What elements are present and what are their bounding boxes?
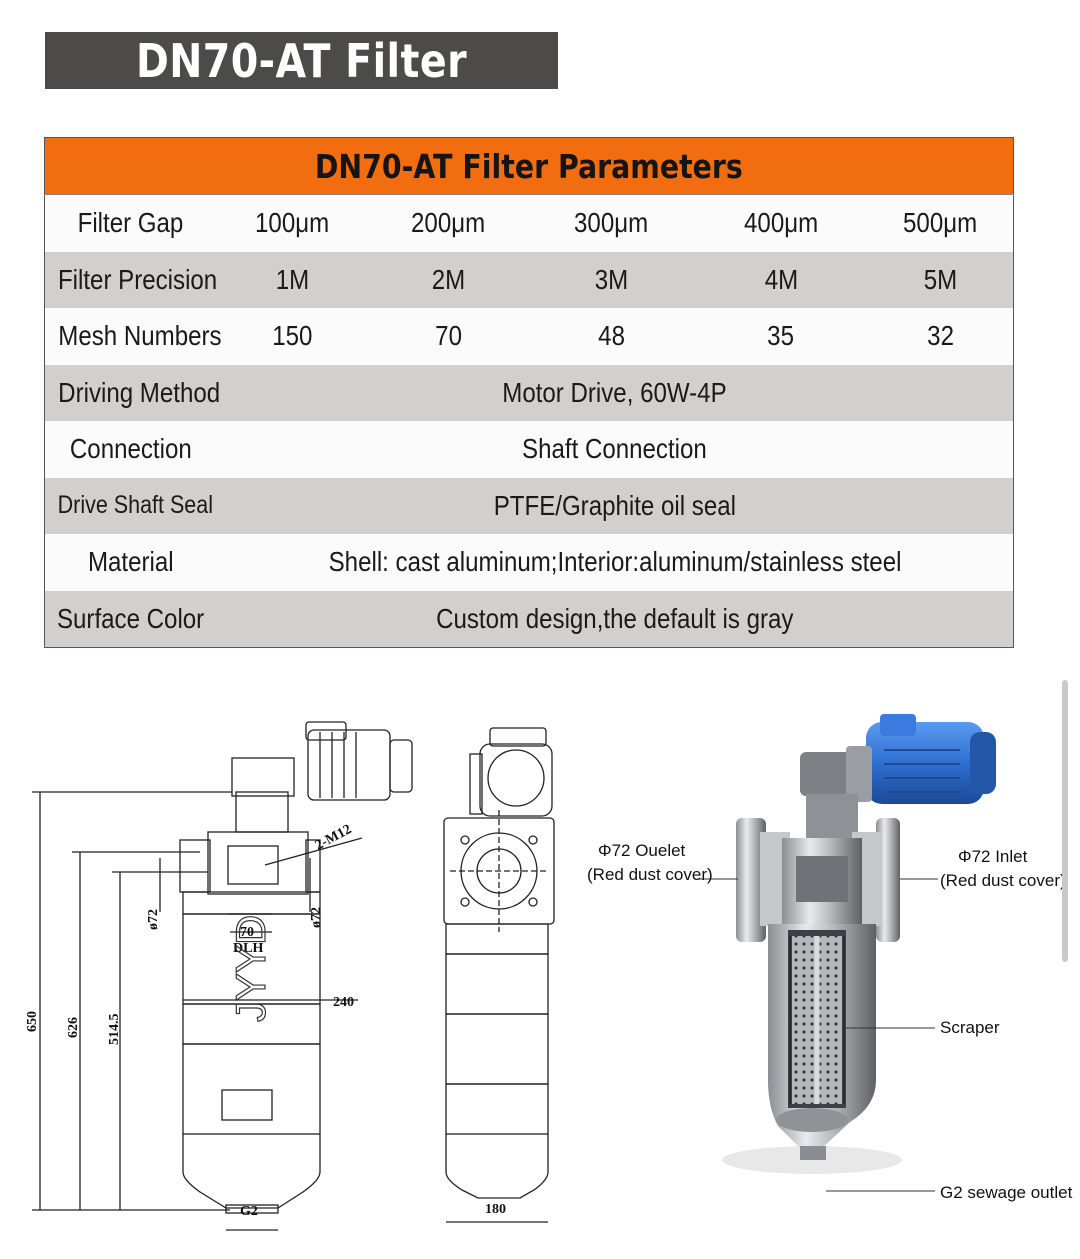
callout-sewage: G2 sewage outlet <box>940 1183 1073 1202</box>
callout-outlet-line1: Φ72 Ouelet <box>598 841 686 860</box>
dim-240: 240 <box>333 995 354 1010</box>
page-title: DN70-AT Filter <box>135 33 468 88</box>
dim-dia-left: ø72 <box>146 909 161 930</box>
table-header: DN70-AT Filter Parameters <box>44 137 1014 195</box>
dim-514: 514.5 <box>107 1014 122 1046</box>
row-label: Connection <box>44 421 217 478</box>
table-row: Driving Method Motor Drive, 60W-4P <box>44 364 1014 421</box>
title-banner: DN70-AT Filter <box>45 32 558 89</box>
dim-g2: G2 <box>240 1204 258 1219</box>
table-row: Surface Color Custom design,the default … <box>44 590 1014 648</box>
side-view-drawing <box>443 727 555 1223</box>
callout-inlet-line2: (Red dust cover) <box>940 871 1066 890</box>
callout-inlet-line1: Φ72 Inlet <box>958 847 1028 866</box>
row-label: Filter Gap <box>44 194 217 252</box>
dim-650: 650 <box>25 1011 40 1032</box>
front-view-drawing <box>32 721 413 1231</box>
callout-lines <box>698 878 938 1192</box>
parameters-table: DN70-AT Filter Parameters Filter Gap 100… <box>44 137 1014 648</box>
drawing-body-text: JYYD <box>227 915 274 1022</box>
table-row: Material Shell: cast aluminum;Interior:a… <box>44 534 1014 591</box>
row-label: Material <box>44 534 217 591</box>
table-row: Filter Gap 100μm 200μm 300μm 400μm 500μm <box>44 194 1014 252</box>
table-row: Filter Precision 1M 2M 3M 4M 5M <box>44 251 1014 308</box>
dim-180: 180 <box>485 1202 506 1217</box>
row-label: Driving Method <box>44 364 220 421</box>
dim-70: 70 <box>240 925 254 940</box>
cutaway-render <box>722 714 996 1174</box>
filter-drawings: 650 626 514.5 ø72 ø72 70 240 2-M12 G2 DL… <box>25 714 1073 1231</box>
row-label: Filter Precision <box>44 251 217 308</box>
scrollbar[interactable] <box>1062 680 1068 962</box>
table-row: Connection Shaft Connection <box>44 421 1014 478</box>
dim-dia-right: ø72 <box>309 907 324 928</box>
table-row: Mesh Numbers 150 70 48 35 32 <box>44 308 1014 365</box>
callout-scraper: Scraper <box>940 1018 1000 1037</box>
table-row: Drive Shaft Seal PTFE/Graphite oil seal <box>44 477 1014 534</box>
dim-626: 626 <box>66 1017 81 1038</box>
drawing-logo: DLH <box>233 941 263 956</box>
row-label: Surface Color <box>44 590 217 648</box>
dim-thread: 2-M12 <box>313 822 354 854</box>
callout-outlet-line2: (Red dust cover) <box>587 865 713 884</box>
row-label: Drive Shaft Seal <box>44 477 217 534</box>
row-label: Mesh Numbers <box>44 308 222 365</box>
